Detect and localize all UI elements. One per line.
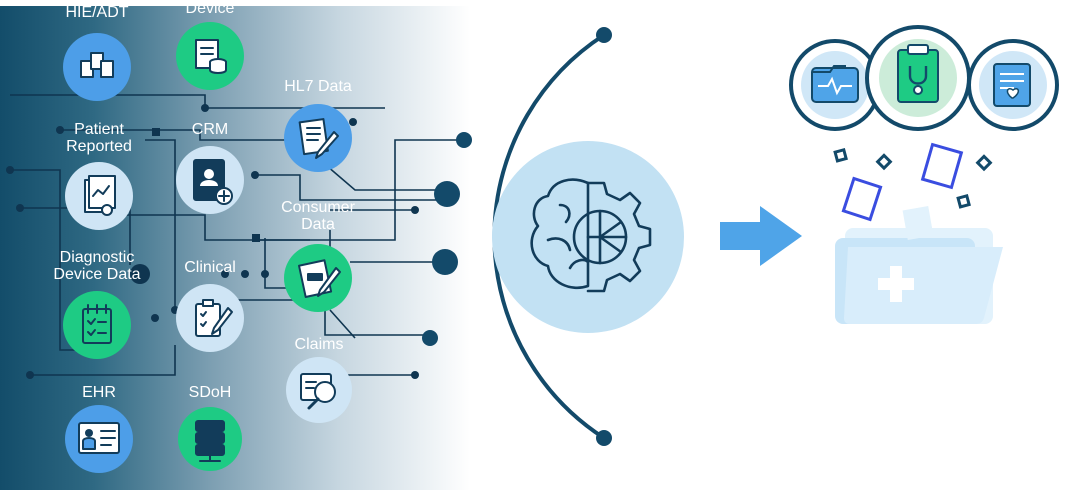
source-sdoh [178, 407, 242, 471]
source-label-hie-adt: HIE/ADT [65, 4, 129, 21]
source-device [176, 22, 244, 90]
arc-connectors [422, 27, 612, 446]
documents-icon [80, 52, 114, 78]
source-patient [65, 162, 133, 230]
source-claims [286, 357, 352, 423]
server-icon [195, 420, 225, 462]
binary-search-icon [300, 373, 336, 410]
source-clinical [176, 284, 244, 352]
source-label-claims: Claims [294, 336, 344, 353]
floating-pages [841, 142, 964, 222]
checklist-icon [82, 304, 112, 344]
source-nodes [63, 22, 352, 473]
source-hl7 [284, 104, 352, 172]
source-hie-adt [63, 33, 131, 101]
report-chart-icon [84, 175, 116, 216]
source-label-clinical: Clinical [184, 259, 236, 276]
output-records [789, 25, 1059, 131]
source-label-device: Device [185, 0, 235, 17]
heart-folder-icon [811, 65, 859, 103]
source-label-hl7: HL7 Data [284, 78, 352, 95]
stethoscope-record-icon [897, 44, 939, 103]
source-crm [176, 146, 244, 214]
clipboard-pen-icon [195, 299, 233, 337]
source-label-sdoh: SDoH [188, 384, 232, 401]
brain-gear-icon [530, 178, 652, 293]
source-ehr [65, 405, 133, 473]
floating-fragments [833, 148, 993, 209]
analytics-hub [492, 141, 684, 333]
document-pen-icon [298, 118, 339, 159]
device-database-icon [195, 39, 227, 74]
arrow-right-icon [720, 206, 802, 266]
id-badge-icon [193, 159, 233, 205]
source-label-crm: CRM [191, 121, 229, 138]
medical-folder-icon [835, 205, 1003, 324]
patient-record-icon [78, 422, 120, 454]
source-diagnostic [63, 291, 131, 359]
heart-document-icon [993, 63, 1031, 107]
source-label-ehr: EHR [82, 384, 116, 401]
circuit-lines [10, 94, 463, 376]
notes-pen-icon [298, 259, 341, 298]
source-consumer [284, 244, 352, 312]
